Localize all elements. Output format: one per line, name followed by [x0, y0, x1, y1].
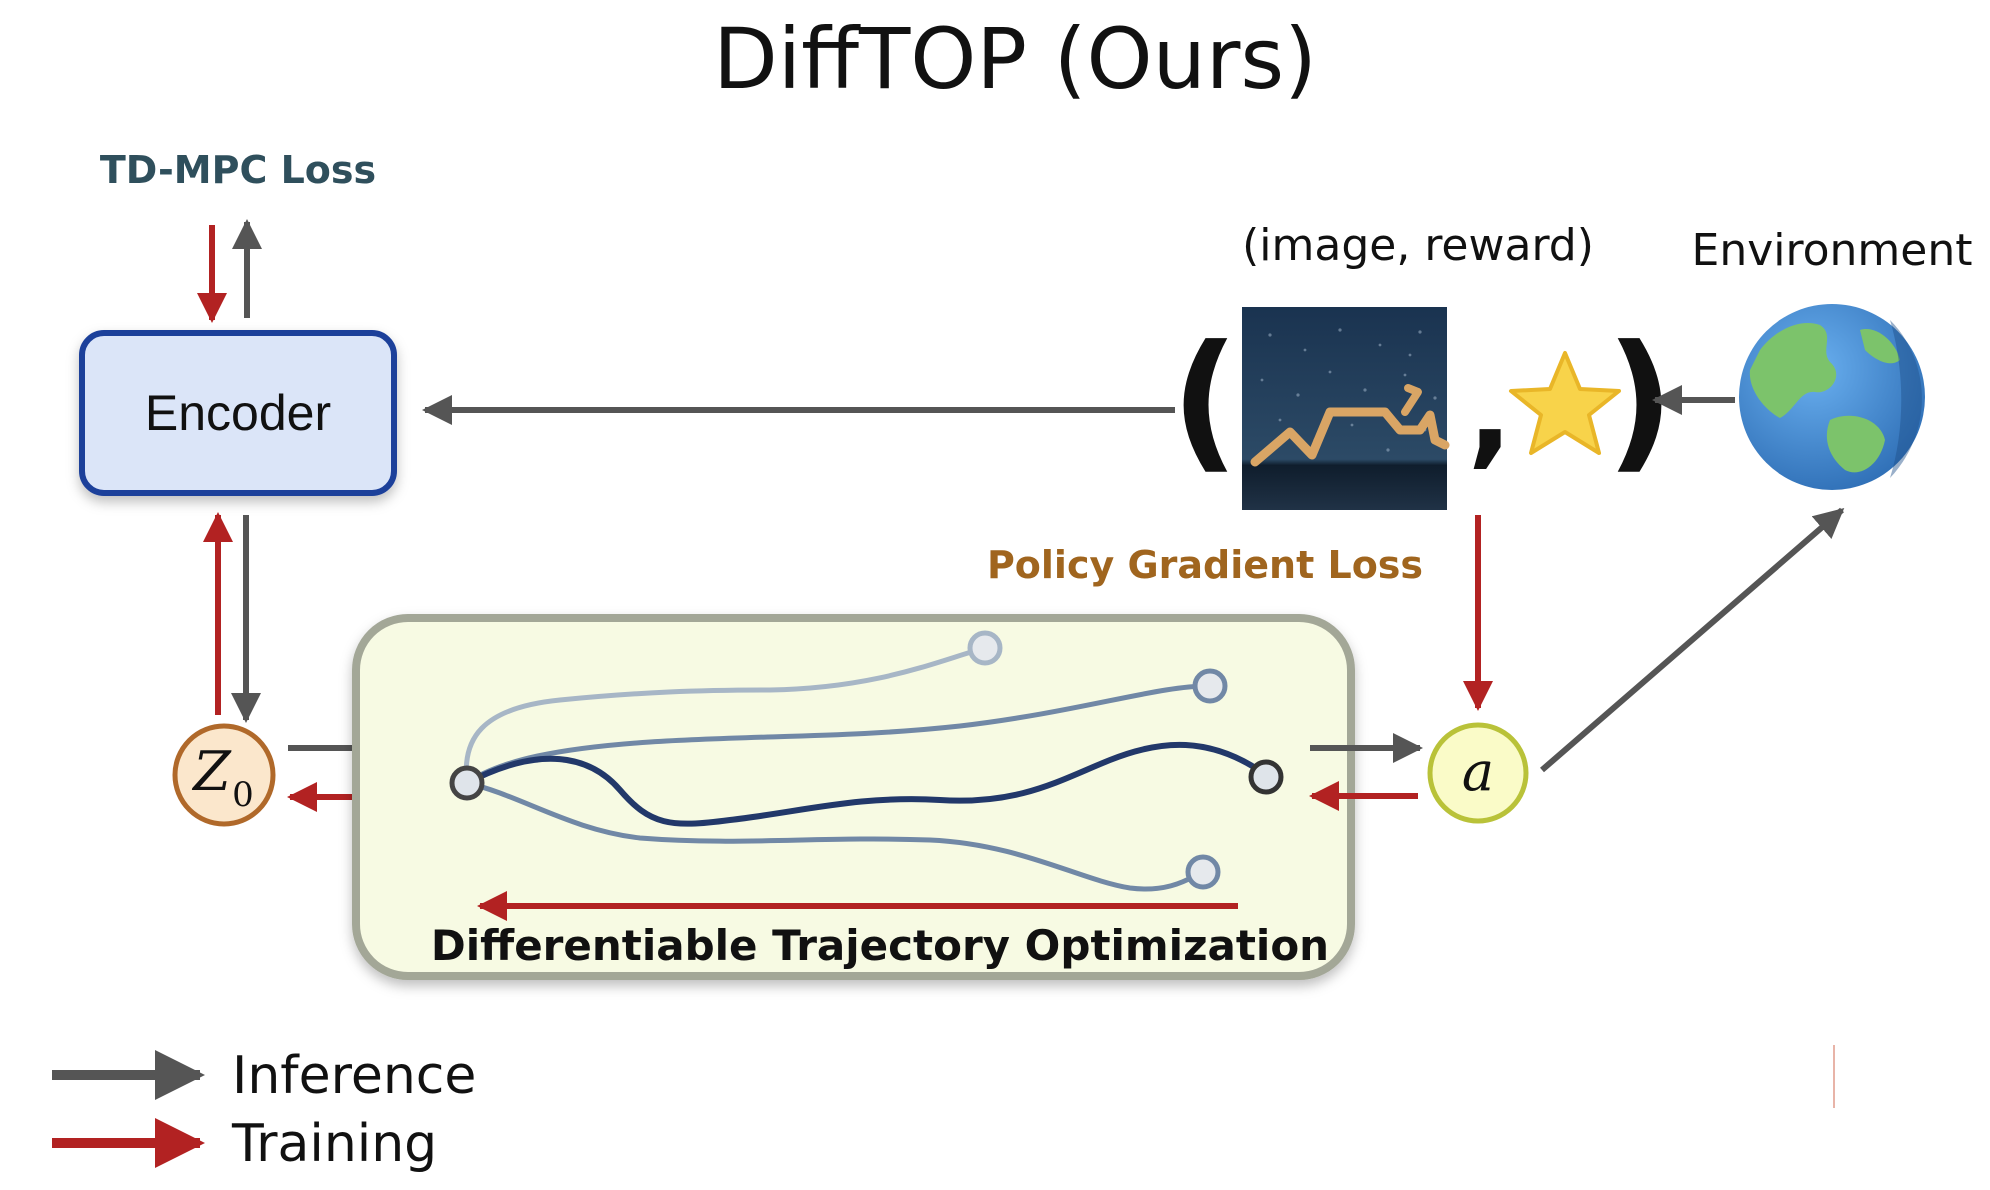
robot-cheetah-head: [1401, 384, 1422, 416]
globe-land-1: [1749, 322, 1837, 418]
dto-label: Differentiable Trajectory Optimization: [431, 921, 1329, 970]
globe-land-2: [1826, 415, 1885, 473]
trajectory-line-2: [465, 683, 1211, 786]
globe-shadow: [1890, 320, 1922, 478]
trajectory-line-main: [465, 741, 1268, 827]
globe-land-3: [1860, 329, 1900, 364]
trajectory-line-1: [463, 645, 986, 784]
image-reward-label: (image, reward): [1242, 220, 1594, 271]
tuple-open-paren: (: [1171, 314, 1240, 488]
diagram-title: DiffTOP (Ours): [713, 10, 1317, 108]
td-mpc-loss-label: TD-MPC Loss: [100, 148, 376, 192]
trajectory-end-node-3: [1185, 854, 1221, 890]
robot-frame-image: [1242, 307, 1450, 510]
robot-cheetah-figure: [1250, 407, 1450, 467]
trajectory-end-node-1: [967, 630, 1003, 666]
trajectory-group: [449, 630, 1284, 892]
trajectory-end-node-main: [1248, 759, 1284, 795]
legend-inference-label: Inference: [232, 1046, 476, 1106]
trajectory-line-3: [466, 780, 1205, 892]
trajectory-end-node-2: [1192, 668, 1228, 704]
legend-training-label: Training: [231, 1114, 437, 1174]
environment-label: Environment: [1692, 225, 1973, 276]
z0-node: [172, 723, 276, 827]
encoder-label: Encoder: [145, 385, 331, 441]
globe-icon: [1739, 304, 1925, 490]
z0-label: Z: [191, 740, 232, 803]
encoder-box: [79, 330, 397, 496]
legend: Inference Training: [52, 1046, 476, 1174]
z0-subscript: 0: [232, 775, 254, 815]
action-label: a: [1462, 740, 1494, 803]
action-node: [1427, 722, 1529, 824]
policy-gradient-loss-label: Policy Gradient Loss: [987, 543, 1423, 587]
action-to-environment-arrow: [1540, 507, 1845, 773]
star-icon: [1509, 351, 1621, 455]
tuple-comma: ,: [1467, 342, 1513, 481]
trajectory-start-node: [449, 765, 485, 801]
